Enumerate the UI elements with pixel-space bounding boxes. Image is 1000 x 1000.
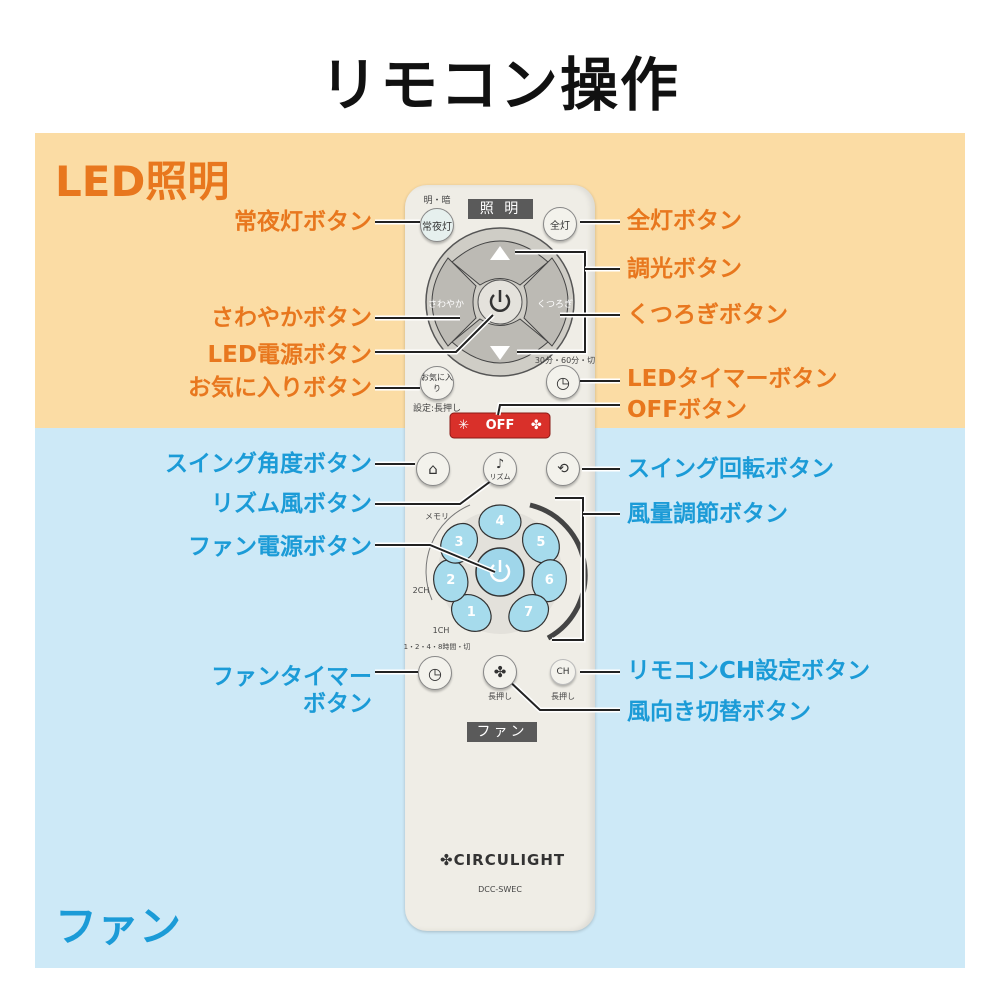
fan-timer-button[interactable]: ◷ bbox=[418, 656, 452, 690]
favorite-note: 設定:長押し bbox=[412, 404, 462, 414]
long-press-label: 長押し bbox=[488, 692, 512, 701]
label-led-timer: LEDタイマーボタン bbox=[627, 366, 838, 392]
label-fan-timer-2: ボタン bbox=[303, 691, 372, 717]
sawayaka-label: さわやか bbox=[427, 300, 465, 310]
fan-section-title: ファン bbox=[55, 902, 182, 951]
power-icon bbox=[489, 290, 511, 312]
label-ch-setting: リモコンCH設定ボタン bbox=[627, 658, 871, 684]
long-press-label-ch: 長押し bbox=[551, 692, 575, 701]
fan-direction-button[interactable]: ✤ bbox=[483, 655, 517, 689]
brand-text: CIRCULIGHT bbox=[453, 851, 566, 869]
bright-dark-label: 明・暗 bbox=[423, 196, 451, 206]
swing-angle-icon: ⌂ bbox=[428, 460, 438, 478]
ch-setting-button[interactable]: CH bbox=[550, 659, 576, 685]
page-title: リモコン操作 bbox=[319, 51, 680, 119]
model-number: DCC-SWEC bbox=[478, 885, 522, 894]
swing-rotate-icon: ⟲ bbox=[557, 461, 569, 477]
leader-line bbox=[552, 497, 584, 641]
fan-speed-number: 3 bbox=[454, 535, 464, 551]
brand-icon: ✤ bbox=[440, 851, 454, 869]
label-fan-timer-1: ファンタイマー bbox=[211, 664, 372, 690]
fan-wheel bbox=[425, 502, 588, 641]
led-timer-button[interactable]: ◷ bbox=[546, 365, 580, 399]
leader-line bbox=[515, 251, 586, 353]
clock-icon: ◷ bbox=[556, 372, 570, 392]
leader-line bbox=[375, 314, 494, 353]
light-header: 照 明 bbox=[468, 199, 533, 219]
fan-speed-button-7[interactable] bbox=[502, 587, 556, 639]
led-timer-note: 30分・60分・切 bbox=[534, 356, 596, 365]
label-favorite: お気に入りボタン bbox=[188, 375, 372, 401]
clock-icon: ◷ bbox=[428, 663, 442, 683]
plus-icon bbox=[490, 246, 510, 260]
rhythm-label: リズム bbox=[489, 472, 511, 481]
fan-speed-button-4[interactable] bbox=[478, 504, 522, 540]
fan-icon: ✤ bbox=[530, 418, 542, 433]
off-button-face[interactable]: ✳ OFF ✤ bbox=[450, 413, 550, 438]
leader-lines bbox=[375, 219, 620, 713]
minus-icon bbox=[490, 346, 510, 360]
kutsurogi-button bbox=[523, 257, 569, 347]
fan-header: ファン bbox=[467, 722, 537, 742]
led-section-title: LED照明 bbox=[55, 157, 230, 206]
favorite-button[interactable]: お気に入り bbox=[420, 366, 454, 400]
off-label: OFF bbox=[485, 418, 515, 433]
swing-angle-button[interactable]: ⌂ bbox=[416, 452, 450, 486]
fan-speed-number: 4 bbox=[495, 514, 505, 529]
brand-logo: ✤CIRCULIGHT bbox=[440, 851, 565, 869]
kutsurogi-label: くつろぎ bbox=[536, 300, 574, 310]
memory-label: メモリ bbox=[425, 512, 449, 521]
label-night-light: 常夜灯ボタン bbox=[234, 209, 372, 235]
label-airflow: 風量調節ボタン bbox=[627, 501, 788, 527]
label-dimmer: 調光ボタン bbox=[627, 256, 742, 282]
ch1-label: 1CH bbox=[432, 626, 450, 635]
sawayaka-button bbox=[431, 257, 477, 347]
leader-line bbox=[375, 544, 496, 573]
note-icon: ♪ bbox=[495, 456, 505, 472]
label-swing-angle: スイング角度ボタン bbox=[165, 451, 372, 477]
night-light-button[interactable]: 常夜灯 bbox=[420, 208, 454, 242]
leader-line bbox=[497, 404, 620, 416]
full-light-button[interactable]: 全灯 bbox=[543, 207, 577, 241]
label-kutsurogi: くつろぎボタン bbox=[627, 302, 788, 328]
ch2-label: 2CH bbox=[412, 586, 430, 595]
fan-speed-number: 1 bbox=[466, 604, 476, 620]
fan-timer-note: 1・2・4・8時間・切 bbox=[403, 643, 471, 651]
light-icon: ✳ bbox=[458, 418, 470, 433]
fan-icon: ✤ bbox=[493, 663, 507, 681]
swing-rotate-button[interactable]: ⟲ bbox=[546, 452, 580, 486]
leader-line bbox=[504, 676, 620, 711]
leader-line bbox=[375, 477, 496, 505]
fan-speed-number: 6 bbox=[544, 572, 554, 588]
label-direction: 風向き切替ボタン bbox=[627, 699, 811, 725]
label-swing-rotate: スイング回転ボタン bbox=[627, 456, 834, 482]
rhythm-button[interactable]: ♪リズム bbox=[483, 452, 517, 486]
label-rhythm: リズム風ボタン bbox=[211, 491, 372, 517]
label-full-light: 全灯ボタン bbox=[627, 208, 742, 234]
fan-speed-number: 2 bbox=[446, 572, 456, 588]
label-led-power: LED電源ボタン bbox=[207, 342, 372, 368]
fan-speed-number: 7 bbox=[524, 604, 534, 620]
label-off: OFFボタン bbox=[627, 397, 747, 423]
label-sawayaka: さわやかボタン bbox=[211, 305, 372, 331]
label-fan-power: ファン電源ボタン bbox=[188, 534, 372, 560]
fan-speed-number: 5 bbox=[536, 535, 546, 551]
